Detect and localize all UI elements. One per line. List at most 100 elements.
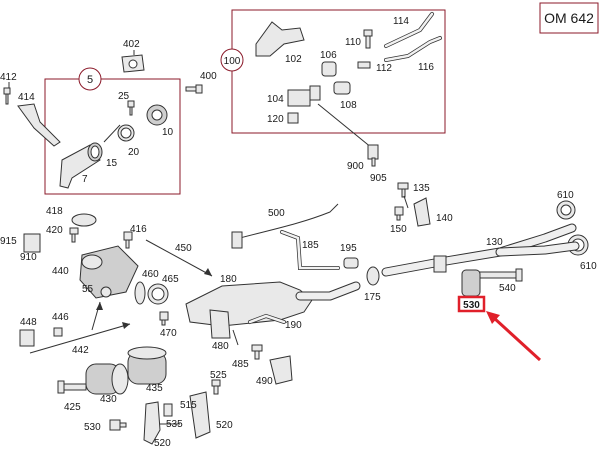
- label-485: 485: [232, 359, 249, 370]
- label-108: 108: [340, 100, 357, 111]
- label-414: 414: [18, 92, 35, 103]
- group-5-label: 5: [87, 74, 93, 86]
- part-412-bolt: [3, 87, 11, 105]
- label-442: 442: [72, 345, 89, 356]
- label-420: 420: [46, 225, 63, 236]
- label-500: 500: [268, 208, 285, 219]
- part-490-bracket: [269, 355, 293, 385]
- pointer-arrow: [486, 311, 542, 362]
- group-5-badge: [78, 67, 102, 91]
- part-55-sensor: [100, 286, 112, 298]
- label-112: 112: [376, 63, 392, 74]
- label-900: 900: [347, 161, 364, 172]
- part-185-pipe: [280, 230, 340, 270]
- part-610-clamp-top: [556, 200, 576, 220]
- label-610-right: 610: [580, 261, 597, 272]
- part-120-nut: [287, 112, 299, 124]
- label-910: 910: [20, 252, 37, 263]
- part-106-clamp: [321, 61, 337, 77]
- part-535-nut: [163, 403, 173, 417]
- group-100-badge: [220, 48, 244, 72]
- label-915: 915: [0, 236, 17, 247]
- part-465-clamp: [147, 283, 169, 305]
- part-480-bracket: [209, 309, 231, 339]
- label-110: 110: [345, 37, 361, 48]
- label-15: 15: [106, 158, 118, 169]
- label-530-bottom: 530: [84, 422, 101, 433]
- highlight-box: [457, 295, 486, 313]
- part-108-clamp: [333, 81, 351, 95]
- part-500-sensor-cable: [231, 203, 339, 249]
- part-130-rear-pipe: [381, 223, 580, 277]
- title-box: [539, 2, 599, 34]
- part-110-bolt: [363, 29, 373, 49]
- part-530-screw: [109, 419, 127, 431]
- label-435: 435: [146, 383, 163, 394]
- label-175: 175: [364, 292, 381, 303]
- part-104-valve: [287, 85, 321, 107]
- part-530-rubber-mount: [461, 269, 481, 297]
- label-402: 402: [123, 39, 140, 50]
- label-25: 25: [118, 91, 130, 102]
- part-190-pipe: [248, 313, 286, 324]
- label-440: 440: [52, 266, 69, 277]
- part-195-clamp: [343, 257, 359, 269]
- label-20: 20: [128, 147, 140, 158]
- part-448-bracket: [19, 329, 35, 347]
- label-465: 465: [162, 274, 179, 285]
- label-7: 7: [82, 174, 88, 185]
- label-55: 55: [82, 284, 94, 295]
- label-195: 195: [340, 243, 357, 254]
- part-446-nut: [53, 327, 63, 337]
- label-418: 418: [46, 206, 63, 217]
- label-116: 116: [418, 62, 434, 73]
- label-540: 540: [499, 283, 516, 294]
- label-400: 400: [200, 71, 217, 82]
- title-box-text: OM 642: [544, 10, 594, 26]
- label-905: 905: [370, 173, 387, 184]
- label-520-right: 520: [216, 420, 233, 431]
- part-150-nut: [394, 206, 404, 221]
- label-114: 114: [393, 16, 409, 27]
- part-430-muffler: [85, 363, 129, 395]
- part-418-gasket: [71, 213, 97, 227]
- part-140-hanger: [413, 197, 431, 227]
- part-116-rod: [384, 36, 442, 62]
- label-448: 448: [20, 317, 37, 328]
- label-515: 515: [180, 400, 197, 411]
- label-10: 10: [162, 127, 174, 138]
- part-470-nut: [159, 311, 169, 326]
- label-150: 150: [390, 224, 407, 235]
- label-425: 425: [64, 402, 81, 413]
- label-130: 130: [486, 237, 503, 248]
- part-525-screw: [211, 379, 221, 395]
- part-414-bracket: [17, 103, 61, 147]
- part-7-flex-pipe: [59, 142, 103, 189]
- label-120: 120: [267, 114, 284, 125]
- part-460-gasket: [134, 281, 146, 305]
- part-520-bracket: [189, 391, 211, 439]
- label-535: 535: [166, 419, 183, 430]
- group-100-frame: [231, 9, 446, 134]
- part-20-clamp: [117, 124, 135, 142]
- part-402-gasket: [121, 54, 145, 73]
- part-112-screw: [357, 61, 371, 69]
- part-114-rod: [384, 12, 434, 48]
- part-900-sensor: [367, 144, 379, 167]
- label-480: 480: [212, 341, 229, 352]
- label-520-bottom: 520: [154, 438, 171, 449]
- label-135: 135: [413, 183, 430, 194]
- part-435-muffler: [127, 346, 167, 385]
- part-425-screw: [57, 380, 87, 394]
- label-180: 180: [220, 274, 237, 285]
- group-100-label: 100: [224, 56, 241, 67]
- part-hanger-bracket: [433, 255, 447, 273]
- part-540-bolt: [477, 268, 523, 282]
- part-135-bolt: [397, 182, 409, 198]
- label-446: 446: [52, 312, 69, 323]
- label-470: 470: [160, 328, 177, 339]
- part-416-screw: [123, 231, 133, 249]
- label-106: 106: [320, 50, 337, 61]
